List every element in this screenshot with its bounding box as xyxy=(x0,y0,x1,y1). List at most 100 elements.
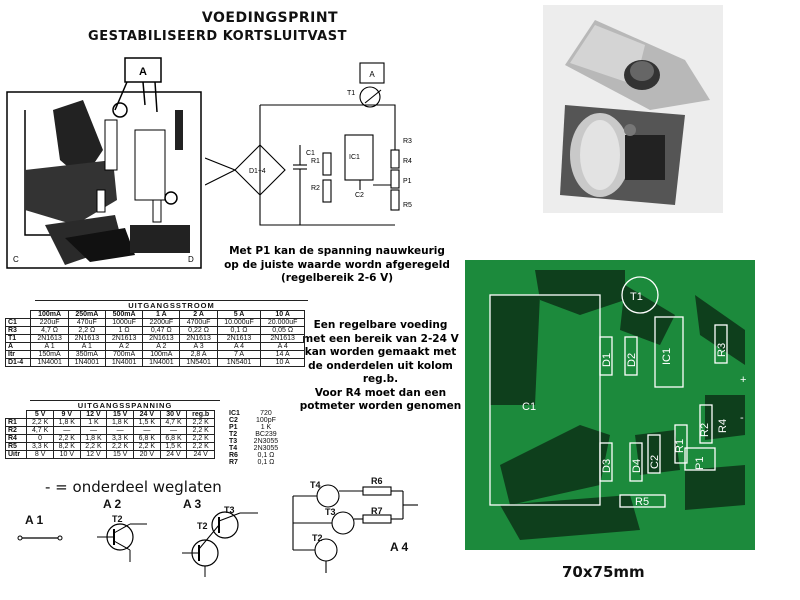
table-cell: 4700uF xyxy=(179,318,218,327)
variant-a2-t2: T2 xyxy=(112,514,123,524)
table-cell: 220uF xyxy=(30,318,69,327)
schem-label-ic1: IC1 xyxy=(349,154,360,161)
table-cell: 2N1613 xyxy=(179,334,218,343)
table-cell: 1N4001 xyxy=(104,358,144,367)
table-cell: 2N3055 xyxy=(253,438,279,445)
table-row: T3 2N3055 xyxy=(227,438,285,445)
schem-label-r2: R2 xyxy=(311,185,320,192)
board-dimensions: 70x75mm xyxy=(562,563,645,581)
table-cell: 2N3055 xyxy=(253,445,279,452)
table-cell: 24 V xyxy=(159,450,188,459)
variant-a2-label: A 2 xyxy=(103,497,122,511)
pcb-label-d3: D3 xyxy=(601,459,613,473)
table-cell: T4 xyxy=(229,445,238,452)
table-cell: R6 xyxy=(229,452,238,459)
table-cell: 2200uF xyxy=(142,318,181,327)
schem-label-a: A xyxy=(369,70,375,79)
schem-label-c1: C1 xyxy=(306,150,315,157)
pcb-label-c2: C2 xyxy=(649,455,661,469)
table-cell: 0,05 Ω xyxy=(260,326,305,335)
table-cell: 2N1613 xyxy=(216,334,262,343)
table-cell: 20.000uF xyxy=(260,318,305,327)
schem-label-r5: R5 xyxy=(403,202,412,209)
table-cell: A 2 xyxy=(142,342,181,351)
header-cell: 2 A xyxy=(179,310,218,319)
header-cell xyxy=(5,310,32,319)
table-cell: 4,7 K xyxy=(159,418,188,427)
schem-label-r4: R4 xyxy=(403,158,412,165)
variant-a4-label: A 4 xyxy=(390,540,409,554)
pcb-label-ic1: IC1 xyxy=(661,348,673,365)
table-cell: 350mA xyxy=(67,350,106,359)
pcb-plus-mark: + xyxy=(740,374,746,386)
table-row: Itr 150mA 350mA 700mA 100mA 2,8 A 7 A 14… xyxy=(4,350,305,359)
table-row: R3 4,7 Ω 2,2 Ω 1 Ω 0,47 Ω 0,22 Ω 0,1 Ω 0… xyxy=(4,326,305,335)
table-cell: 1 K xyxy=(79,418,108,427)
table-cell: 2N1613 xyxy=(260,334,305,343)
pcb-label-t1: T1 xyxy=(630,291,643,303)
table-cell: 2,2 K xyxy=(79,442,108,451)
table-cell: 1N4001 xyxy=(30,358,69,367)
header-cell: 15 V xyxy=(106,410,134,419)
table-cell: 0,47 Ω xyxy=(142,326,181,335)
note-p1-line: (regelbereik 2-6 V) xyxy=(280,272,394,284)
table-cell: R3 xyxy=(4,326,32,335)
variant-a4-t2: T2 xyxy=(312,533,323,543)
table-cell: IC1 xyxy=(229,410,240,417)
table-cell: 1N5401 xyxy=(216,358,262,367)
table-row: T2 BC239 xyxy=(227,431,285,438)
table-cell: 2,2 Ω xyxy=(67,326,106,335)
pcb-label-r5: R5 xyxy=(635,496,649,508)
table-row: Uitr 8 V 10 V 12 V 15 V 20 V 24 V 24 V xyxy=(4,450,215,459)
table-cell: 1N4001 xyxy=(142,358,181,367)
pcb-label-d1: D1 xyxy=(601,353,613,367)
table-cell: 2N1613 xyxy=(104,334,144,343)
table-cell: 12 V xyxy=(79,450,108,459)
note-regelbaar-line: kan worden gemaakt met xyxy=(304,346,457,358)
header-cell: 500mA xyxy=(104,310,144,319)
table-cell: 1N5401 xyxy=(179,358,218,367)
table-cell: 700mA xyxy=(104,350,144,359)
table-cell: T2 xyxy=(229,431,238,438)
schem-label-p1: P1 xyxy=(403,178,412,185)
table-cell: 150mA xyxy=(30,350,69,359)
table-cell: 1,8 K xyxy=(106,418,134,427)
pcb-component-layout: A C D xyxy=(6,57,202,269)
table-cell: 1,8 K xyxy=(52,418,81,427)
table-header-row: 5 V 9 V 12 V 15 V 24 V 30 V reg.b xyxy=(5,410,215,419)
note-regelbaar-line: potmeter worden genomen xyxy=(299,400,462,412)
header-cell: 12 V xyxy=(79,410,108,419)
table-cell: 2N1613 xyxy=(67,334,106,343)
table-cell: 6,8 K xyxy=(132,434,161,443)
table-row: T4 2N3055 xyxy=(227,445,285,452)
table-cell: 2,8 A xyxy=(179,350,218,359)
table-cell: 20 V xyxy=(132,450,161,459)
table-cell: BC239 xyxy=(255,431,277,438)
note-regelbaar-line: Voor R4 moet dan een xyxy=(314,386,447,399)
table-cell: T3 xyxy=(229,438,238,445)
table-cell: A 3 xyxy=(179,342,218,351)
note-regelbaar: Een regelbare voeding met een bereik van… xyxy=(288,319,473,414)
assembled-board-photo xyxy=(543,5,723,213)
table-row: R1 2,2 K 1,8 K 1 K 1,8 K 1,5 K 4,7 K 2,2… xyxy=(4,418,215,427)
table-cell: 4,7 K xyxy=(26,426,54,435)
pcb-label-d2: D2 xyxy=(626,353,638,367)
table-cell: 1 K xyxy=(260,424,272,431)
table-cell: A 1 xyxy=(30,342,69,351)
note-regelbaar-line: Een regelbare voeding xyxy=(313,319,448,331)
table-cell: 4,7 Ω xyxy=(30,326,69,335)
table-cell: A 2 xyxy=(104,342,144,351)
variant-a3-diagram xyxy=(182,511,258,577)
schem-label-r1: R1 xyxy=(311,158,320,165)
table-row: A A 1 A 1 A 2 A 2 A 3 A 4 A 4 xyxy=(4,342,305,351)
table-cell: — xyxy=(132,426,161,435)
table-cell: C1 xyxy=(4,318,32,327)
note-p1-line: op de juiste waarde wordn afgeregeld xyxy=(224,258,450,271)
table-cell: Uitr xyxy=(4,450,28,459)
header-cell: 24 V xyxy=(132,410,161,419)
table-cell: 2,2 K xyxy=(186,426,215,435)
table-cell: 2N1613 xyxy=(30,334,69,343)
pcb-label-r4: R4 xyxy=(717,419,729,433)
table-cell: — xyxy=(159,426,188,435)
table-cell: 8,2 K xyxy=(52,442,81,451)
